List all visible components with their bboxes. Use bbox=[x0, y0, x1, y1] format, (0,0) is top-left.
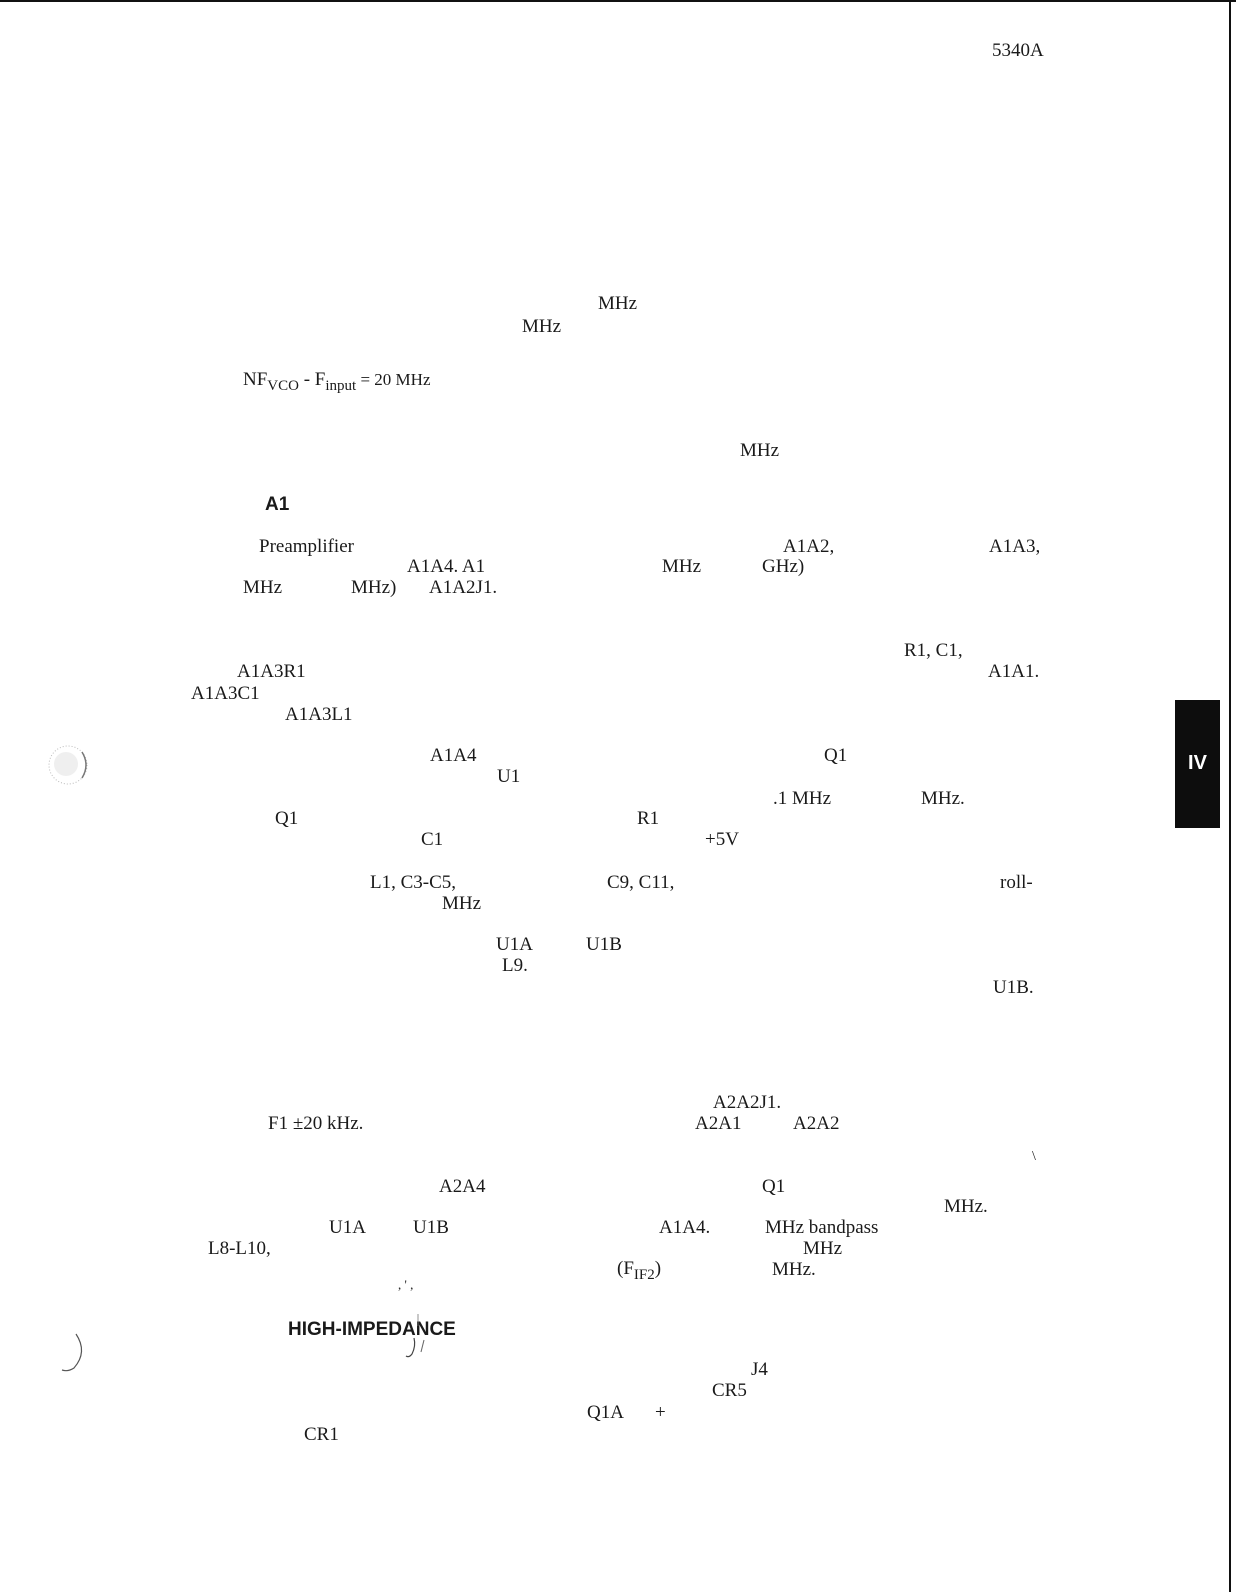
text-fragment: A2A2J1. bbox=[713, 1092, 782, 1113]
scan-mark-parenthesis bbox=[61, 1333, 83, 1372]
text-fragment: A1A2, bbox=[783, 536, 835, 557]
text-fragment: MHz bbox=[522, 316, 562, 337]
page-border-top bbox=[0, 0, 1236, 2]
text-fragment: A1A4. bbox=[659, 1217, 711, 1238]
section-tab-label: IV bbox=[1188, 752, 1207, 774]
text-fragment: +5V bbox=[705, 829, 739, 850]
document-id: 5340A bbox=[992, 40, 1044, 61]
text-fragment: R1, C1, bbox=[904, 640, 963, 661]
text-fragment: C9, C11, bbox=[607, 872, 675, 893]
text-fragment: A1A2J1. bbox=[429, 577, 498, 598]
page-border-right bbox=[1229, 0, 1231, 1592]
text-fragment: CR1 bbox=[304, 1424, 339, 1445]
text-fragment: J4 bbox=[751, 1359, 768, 1380]
text-fragment: L9. bbox=[502, 955, 528, 976]
text-fragment: A1A3C1 bbox=[191, 683, 260, 704]
text-fragment: Q1 bbox=[824, 745, 848, 766]
text-fragment: \ bbox=[1032, 1149, 1036, 1164]
text-fragment: L1, C3-C5, bbox=[370, 872, 457, 893]
text-fragment: Q1 bbox=[275, 808, 299, 829]
text-fragment: roll- bbox=[1000, 872, 1033, 893]
section-tab: IV bbox=[1175, 700, 1220, 828]
text-fragment: U1A bbox=[496, 934, 533, 955]
text-fragment: U1 bbox=[497, 766, 521, 787]
text-fragment: Q1 bbox=[762, 1176, 786, 1197]
text-fragment: U1A bbox=[329, 1217, 366, 1238]
text-fragment: A2A2 bbox=[793, 1113, 840, 1134]
fif2-label: (FIF2) bbox=[617, 1258, 662, 1283]
text-fragment: U1B bbox=[586, 934, 622, 955]
text-fragment: U1B. bbox=[993, 977, 1034, 998]
section-heading-high-impedance: HIGH-IMPEDANCE bbox=[288, 1319, 456, 1340]
text-fragment: U1B bbox=[413, 1217, 449, 1238]
text-fragment: MHz bandpass bbox=[765, 1217, 879, 1238]
text-fragment: Q1A bbox=[587, 1402, 624, 1423]
text-fragment: MHz bbox=[442, 893, 482, 914]
text-fragment: + bbox=[655, 1402, 666, 1423]
formula: NFVCO - Finput = 20 MHz bbox=[243, 369, 431, 394]
text-fragment: F1 ±20 kHz. bbox=[268, 1113, 364, 1134]
text-fragment: MHz. bbox=[921, 788, 965, 809]
scan-marks: , ' , bbox=[398, 1277, 414, 1292]
text-fragment: MHz) bbox=[351, 577, 397, 598]
text-fragment: A1A4 bbox=[430, 745, 477, 766]
text-fragment: MHz. bbox=[772, 1259, 816, 1280]
text-fragment: A1A4. A1 bbox=[407, 556, 486, 577]
text-fragment: A2A4 bbox=[439, 1176, 486, 1197]
hole-punch-mark bbox=[48, 745, 88, 785]
text-fragment: MHz bbox=[598, 293, 638, 314]
text-fragment: .1 MHz bbox=[773, 788, 832, 809]
text-fragment: A1A1. bbox=[988, 661, 1040, 682]
text-fragment: GHz) bbox=[762, 556, 805, 577]
text-fragment: L8-L10, bbox=[208, 1238, 271, 1259]
text-fragment: MHz bbox=[803, 1238, 843, 1259]
text-fragment: A2A1 bbox=[695, 1113, 742, 1134]
text-fragment: A1A3L1 bbox=[285, 704, 353, 725]
section-heading-a1: A1 bbox=[265, 494, 290, 515]
text-fragment: C1 bbox=[421, 829, 444, 850]
text-fragment: MHz. bbox=[944, 1196, 988, 1217]
text-fragment: MHz bbox=[740, 440, 780, 461]
text-fragment: MHz bbox=[662, 556, 702, 577]
text-fragment: CR5 bbox=[712, 1380, 747, 1401]
text-fragment: R1 bbox=[637, 808, 660, 829]
text-fragment: A1A3R1 bbox=[237, 661, 306, 682]
text-fragment: MHz bbox=[243, 577, 283, 598]
text-fragment: Preamplifier bbox=[259, 536, 354, 557]
scan-mark-scribble bbox=[405, 1314, 425, 1358]
text-fragment: A1A3, bbox=[989, 536, 1041, 557]
